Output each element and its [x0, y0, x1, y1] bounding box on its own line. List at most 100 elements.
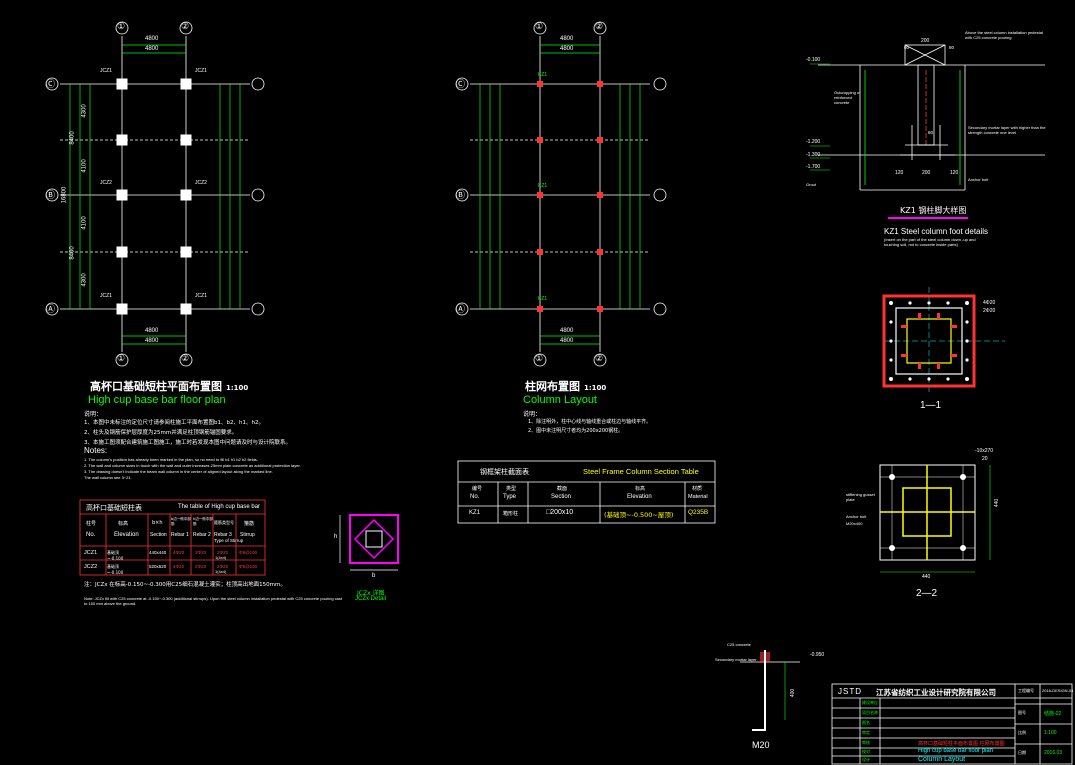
plan1-note-3: 3、本施工图须配合建筑施工图施工，施工时若发现本图中问题请及时与设计院联系。: [84, 440, 292, 446]
plan1-dim-top: 4800: [145, 36, 159, 42]
table2-h-3: Elevation: [627, 494, 652, 500]
table2-h-0: No.: [470, 494, 480, 500]
plan1-dim-part4: 4300: [81, 273, 88, 287]
table2-hcn-2: 截面: [557, 486, 568, 492]
tb-rval-3: 2016.03: [1044, 750, 1063, 756]
plan2-title-en: Column Layout: [523, 394, 597, 406]
titleblock-frame: [831, 683, 1073, 765]
tb-logo: JSTD: [838, 687, 862, 696]
plan2-notes-heading: 说明：: [523, 411, 542, 418]
table2-hcn-1: 类型: [506, 486, 517, 492]
jcz-b: b: [372, 573, 376, 579]
table1-r1-sec: 440x440: [149, 550, 167, 555]
table2-title-cn: 钢框架柱截面表: [480, 468, 529, 476]
plan1-axis-2-bottom: ②: [181, 353, 190, 363]
plan1-col-label-5: JCZ1: [100, 293, 112, 299]
foot-title-cn: KZ1 钢柱脚大样图: [900, 206, 967, 215]
tb-row-4: 审核: [862, 740, 870, 745]
table1-r1-stir: Φ8@100: [239, 550, 258, 555]
table2-title-en: Steel Frame Column Section Table: [583, 467, 699, 476]
table1-hcn-2: b×h: [152, 520, 163, 526]
table1-hcn-6: 箍筋: [244, 521, 255, 527]
table1-r1-elev: 基础顶~-0.100: [107, 550, 124, 561]
sec11-callout-1: 4Φ20: [983, 300, 996, 306]
plan1-note-en-3: 3. The drawing doesn't indicate the beam…: [84, 469, 273, 474]
plan1-dim-part3: 4100: [81, 216, 88, 230]
table2-hcn-3: 标高: [635, 486, 646, 492]
sec22-callout-4: M20x400: [846, 521, 863, 526]
foot-levels: [810, 63, 830, 171]
bolt-callout-1: C25 concrete: [727, 642, 751, 647]
plan2-columns: [537, 81, 603, 312]
table1-r1-no: JCZ1: [84, 550, 98, 556]
plan1-dim-bot: 4800: [145, 328, 159, 334]
foot-dim-1: 200: [921, 38, 930, 44]
table2-hcn-4: 材质: [692, 486, 703, 492]
bolt-dim: 400: [790, 688, 797, 698]
foot-level-4: -1.700: [806, 164, 821, 170]
jcz-detail: [339, 514, 399, 571]
table1-title-cn: 高杯口基础短柱表: [86, 504, 142, 512]
table2-h-2: Section: [551, 494, 572, 500]
plan1-dim-total: 16800: [61, 186, 68, 204]
plan1-dim-part1: 4300: [81, 104, 88, 118]
plan2-dim-top2: 4800: [560, 46, 574, 52]
jcz-title-cn: JCZx 详图: [357, 590, 385, 597]
tb-drawing-en1: High cup base bar floor plan: [918, 748, 994, 754]
tb-drawing-cn: 高杯口基础短柱平面布置图 柱网布置图: [918, 741, 1005, 747]
table1-footnote-en: Note: JCZx fill with C25 concrete at -0.…: [84, 596, 343, 606]
section-1-1: [882, 287, 1005, 395]
table1-r1-r3: 2Φ20: [217, 550, 229, 555]
table2-r-3: (基础顶~-0.500~屋顶): [604, 511, 674, 519]
plan2-col-label-2: KZ1: [538, 183, 548, 189]
plan1-scale: 1:100: [226, 384, 249, 392]
table1-r2-r3: 2Φ20: [217, 564, 229, 569]
table1-h-r1: Rebar 1: [171, 532, 189, 538]
foot-detail: [818, 44, 1045, 191]
plan1-axis-c: Ⓒ: [46, 79, 56, 89]
table1-hcn-4: h边一侧中部筋: [193, 517, 213, 526]
table1-r2-elev: 基础顶~-0.100: [107, 564, 124, 575]
foot-sub-en: (Insert on the part of the steel column …: [884, 237, 976, 247]
plan1-col-label-4: JCZ2: [195, 180, 207, 186]
plan1-note-en-2: 2. The wall and column sizes in touch wi…: [84, 463, 301, 468]
table2-h-4: Material: [688, 494, 708, 500]
foot-callout-5: Grout: [806, 182, 817, 187]
plan1-title-cn: 高杯口基础短柱平面布置图: [90, 380, 222, 393]
table1-hcn-0: 柱号: [86, 521, 97, 527]
table1-r1-type: 1(4x4): [215, 555, 227, 560]
jcz-h: h: [334, 534, 338, 540]
plan2-note-1: 1、除注明外，柱中心线与轴线重合或柱边与轴线平齐。: [528, 419, 652, 425]
table2-h-1: Type: [503, 494, 517, 500]
table1-h-r2: Rebar 2: [193, 532, 211, 538]
plan1-col-label-1: JCZ1: [100, 68, 112, 74]
plan2-col-label-1: KZ1: [538, 72, 548, 78]
sec22-callout-3: Anchor bolt: [846, 514, 867, 519]
plan1-note-1: 1、本图中未标注的定位尺寸请参阅柱施工平面布置图b1、b2、h1、h2。: [84, 420, 264, 426]
table1-r1-r2: 2Φ20: [195, 550, 207, 555]
plan1-axis-a: Ⓐ: [46, 304, 56, 314]
table2-r-2: □200x10: [546, 509, 574, 516]
foot-dim-3: 120: [950, 170, 959, 176]
tb-rval-1: 结施-02: [1044, 711, 1062, 717]
table1-frame: [79, 499, 266, 576]
plan2-axis-2-bottom: ②: [595, 353, 604, 363]
foot-dim-2: 120: [895, 170, 904, 176]
plan1-dim-part2: 4100: [81, 159, 88, 173]
plan2-axis-a: Ⓐ: [456, 304, 466, 314]
foot-level-1: -0.100: [806, 57, 821, 63]
plan1-dims: [69, 44, 241, 345]
bolt-level: -0.950: [810, 652, 825, 658]
table1-title-en: The table of High cup base bar: [178, 504, 261, 510]
sec22-dim-1: 440: [922, 574, 931, 580]
foot-title-en: KZ1 Steel column foot details: [884, 227, 989, 236]
table1-r2-type: 1(4x4): [215, 569, 227, 574]
plan2-note-2: 2、图中未注明尺寸者均为200x200钢柱。: [528, 428, 624, 434]
bolt-callout-2: Secondary mortar layer: [715, 657, 757, 662]
table2-r-4: Q235B: [688, 509, 709, 516]
table1-h-elev: Elevation: [114, 532, 139, 538]
plan2-dims: [479, 44, 641, 345]
plan1-dim-half2: 8400: [69, 246, 76, 260]
plan2-axis-bubbles: [455, 21, 667, 367]
